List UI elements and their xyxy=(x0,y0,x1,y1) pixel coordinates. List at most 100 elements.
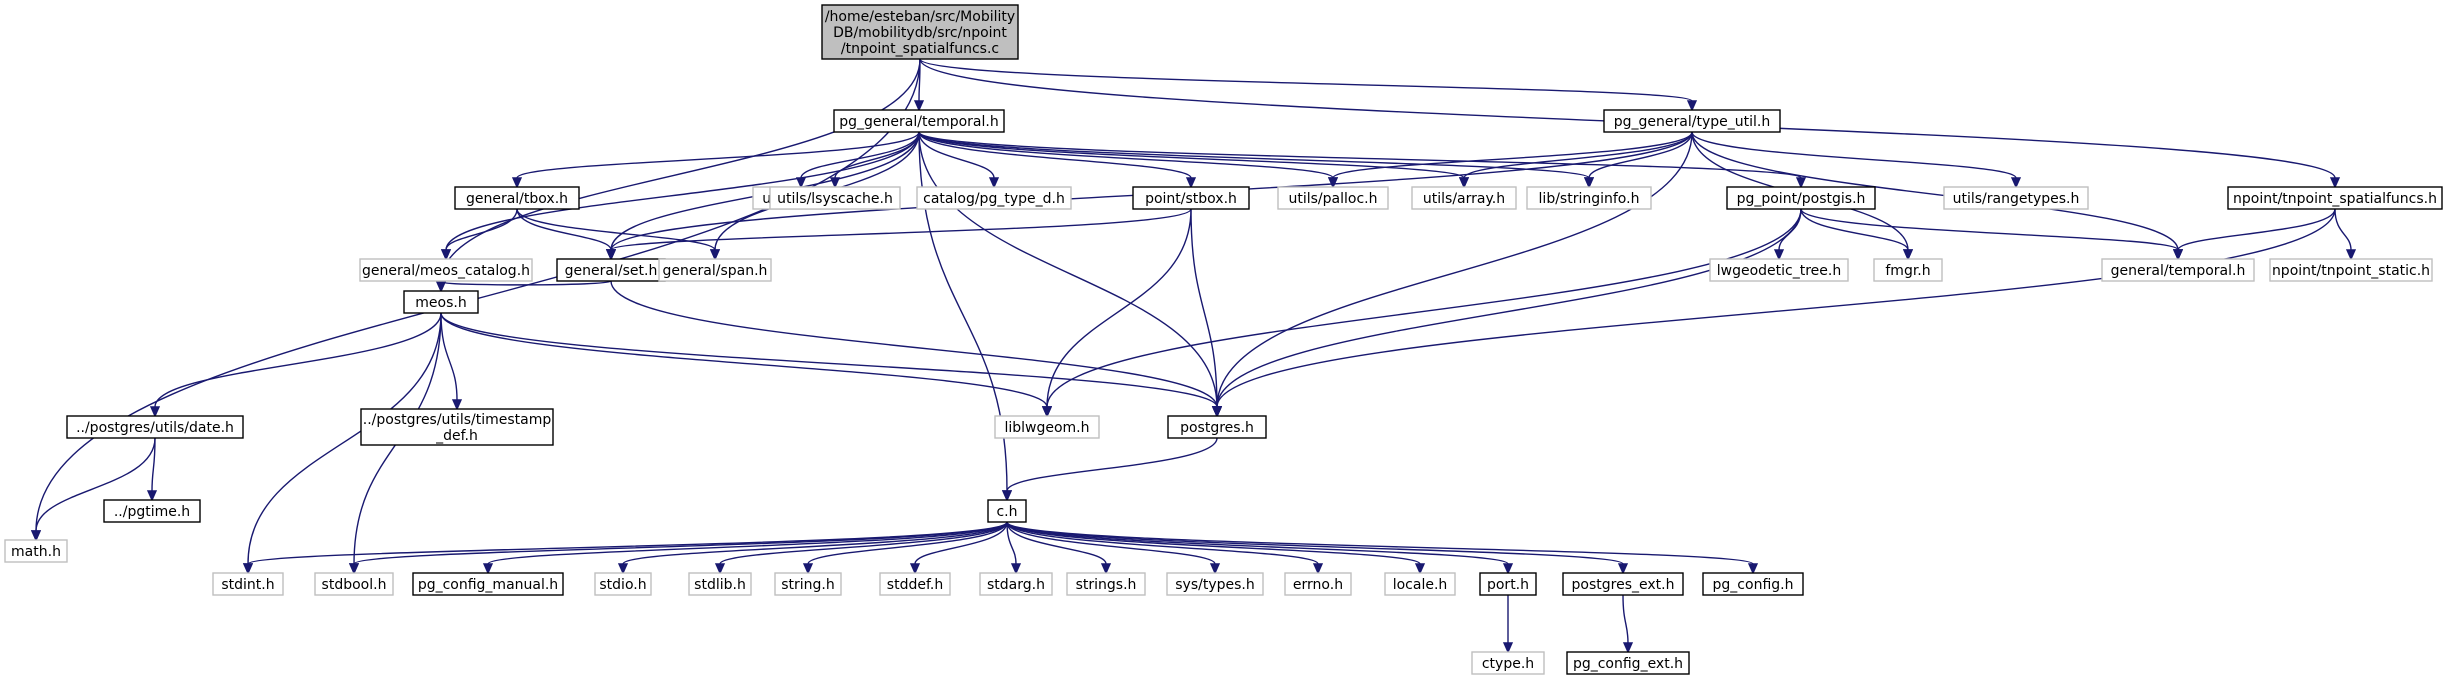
node-label: ctype.h xyxy=(1482,656,1534,672)
edge-arrowhead xyxy=(2329,177,2341,189)
edge-arrowhead xyxy=(1686,100,1698,112)
node-box xyxy=(1709,258,1849,282)
edge-meos-to-postgres xyxy=(440,312,1223,418)
node-pgtime[interactable]: ../pgtime.h xyxy=(103,499,201,523)
edge-arrowhead xyxy=(348,563,360,575)
node-label: pg_config_ext.h xyxy=(1573,656,1683,672)
node-temporal[interactable]: pg_general/temporal.h xyxy=(833,109,1005,133)
node-palloc: utils/palloc.h xyxy=(1277,186,1389,210)
node-date[interactable]: ../postgres/utils/date.h xyxy=(66,415,244,439)
node-label: string.h xyxy=(781,577,835,593)
node-label: general/meos_catalog.h xyxy=(362,263,530,279)
edge-type-util-to-postgres xyxy=(1211,131,1693,418)
node-box xyxy=(1702,572,1804,596)
node-box xyxy=(4,539,68,563)
node-label: npoint/tnpoint_static.h xyxy=(2272,263,2430,279)
edge-line xyxy=(440,312,458,401)
node-label: errno.h xyxy=(1293,577,1343,593)
edge-arrowhead xyxy=(617,563,629,575)
edge-c-to-stdarg xyxy=(1006,521,1022,575)
edge-arrowhead xyxy=(913,100,925,112)
node-label: strings.h xyxy=(1076,577,1137,593)
edge-arrowhead xyxy=(1312,563,1324,575)
node-label: pg_config_manual.h xyxy=(418,577,558,593)
edge-arrowhead xyxy=(30,530,42,542)
edge-temporal-to-stbox xyxy=(918,131,1197,189)
node-tbox[interactable]: general/tbox.h xyxy=(454,186,580,210)
edge-date-to-math xyxy=(30,437,156,542)
node-timestamp[interactable]: ../postgres/utils/timestamp_def.h xyxy=(360,408,554,446)
node-type-util[interactable]: pg_general/type_util.h xyxy=(1603,109,1781,133)
edge-postgres-to-c xyxy=(1001,437,1218,502)
node-label: general/span.h xyxy=(663,263,768,279)
node-postgres-ext[interactable]: postgres_ext.h xyxy=(1562,572,1684,596)
node-box xyxy=(1277,186,1389,210)
node-label: utils/palloc.h xyxy=(1289,191,1378,207)
node-label: stdio.h xyxy=(599,577,646,593)
node-pg-config-manual[interactable]: pg_config_manual.h xyxy=(412,572,564,596)
edge-arrowhead xyxy=(1209,563,1221,575)
edge-arrowhead xyxy=(1902,249,1914,261)
node-box xyxy=(360,408,554,446)
node-math: math.h xyxy=(4,539,68,563)
node-label: meos.h xyxy=(415,295,466,311)
node-postgis[interactable]: pg_point/postgis.h xyxy=(1726,186,1876,210)
node-postgres[interactable]: postgres.h xyxy=(1167,415,1267,439)
edge-line xyxy=(1006,437,1218,492)
node-box xyxy=(1566,651,1690,675)
node-box xyxy=(1526,186,1652,210)
node-label: general/tbox.h xyxy=(466,191,568,207)
node-set[interactable]: general/set.h xyxy=(556,258,666,282)
node-meos[interactable]: meos.h xyxy=(403,290,479,314)
edge-line xyxy=(154,312,442,408)
node-label: general/set.h xyxy=(565,263,658,279)
node-npoint-sf[interactable]: npoint/tnpoint_spatialfuncs.h xyxy=(2227,186,2443,210)
edge-line xyxy=(1216,131,1693,408)
edge-type-util-to-rangetypes xyxy=(1691,131,2022,189)
edge-meos-to-liblwgeom xyxy=(440,312,1053,418)
edge-arrowhead xyxy=(1211,406,1223,418)
edge-line xyxy=(622,521,1008,565)
edge-arrowhead xyxy=(1747,563,1759,575)
edge-line xyxy=(1463,131,1693,179)
node-c[interactable]: c.h xyxy=(987,499,1027,523)
edge-line xyxy=(151,437,156,492)
edge-arrowhead xyxy=(1617,563,1629,575)
node-box xyxy=(821,4,1019,60)
edge-line xyxy=(1046,208,1192,408)
node-box xyxy=(1873,258,1943,282)
node-box xyxy=(833,109,1005,133)
edge-line xyxy=(440,312,1218,408)
node-box xyxy=(1166,572,1264,596)
edge-arrowhead xyxy=(988,177,1000,189)
edge-c-to-pg-config-manual xyxy=(482,521,1008,575)
edge-c-to-port xyxy=(1006,521,1514,575)
edge-c-to-errno xyxy=(1006,521,1324,575)
node-box xyxy=(66,415,244,439)
node-port[interactable]: port.h xyxy=(1479,572,1537,596)
edge-arrowhead xyxy=(605,249,617,261)
edge-type-util-to-palloc xyxy=(1327,131,1693,189)
node-box xyxy=(212,572,284,596)
node-sys-types: sys/types.h xyxy=(1166,572,1264,596)
edge-line xyxy=(1006,521,1017,565)
node-stbox[interactable]: point/stbox.h xyxy=(1132,186,1250,210)
edge-line xyxy=(1622,594,1629,644)
node-root[interactable]: /home/esteban/src/MobilityDB/mobilitydb/… xyxy=(821,4,1019,60)
node-box xyxy=(1384,572,1456,596)
edge-meos-to-timestamp xyxy=(440,312,463,411)
edge-npoint-sf-to-npoint-static xyxy=(2334,208,2357,261)
edge-line xyxy=(1006,521,1509,565)
edge-line xyxy=(1588,131,1693,179)
node-pg-config[interactable]: pg_config.h xyxy=(1702,572,1804,596)
node-label: pg_general/type_util.h xyxy=(1614,114,1770,130)
node-box xyxy=(1943,186,2089,210)
node-label: c.h xyxy=(996,504,1017,520)
node-pg-config-ext[interactable]: pg_config_ext.h xyxy=(1566,651,1690,675)
edge-line xyxy=(1006,521,1624,565)
edge-temporal-to-tbox xyxy=(511,131,920,189)
edge-arrowhead xyxy=(440,249,452,261)
edge-c-to-pg-config xyxy=(1006,521,1759,575)
node-stdarg: stdarg.h xyxy=(979,572,1053,596)
node-box xyxy=(774,572,842,596)
